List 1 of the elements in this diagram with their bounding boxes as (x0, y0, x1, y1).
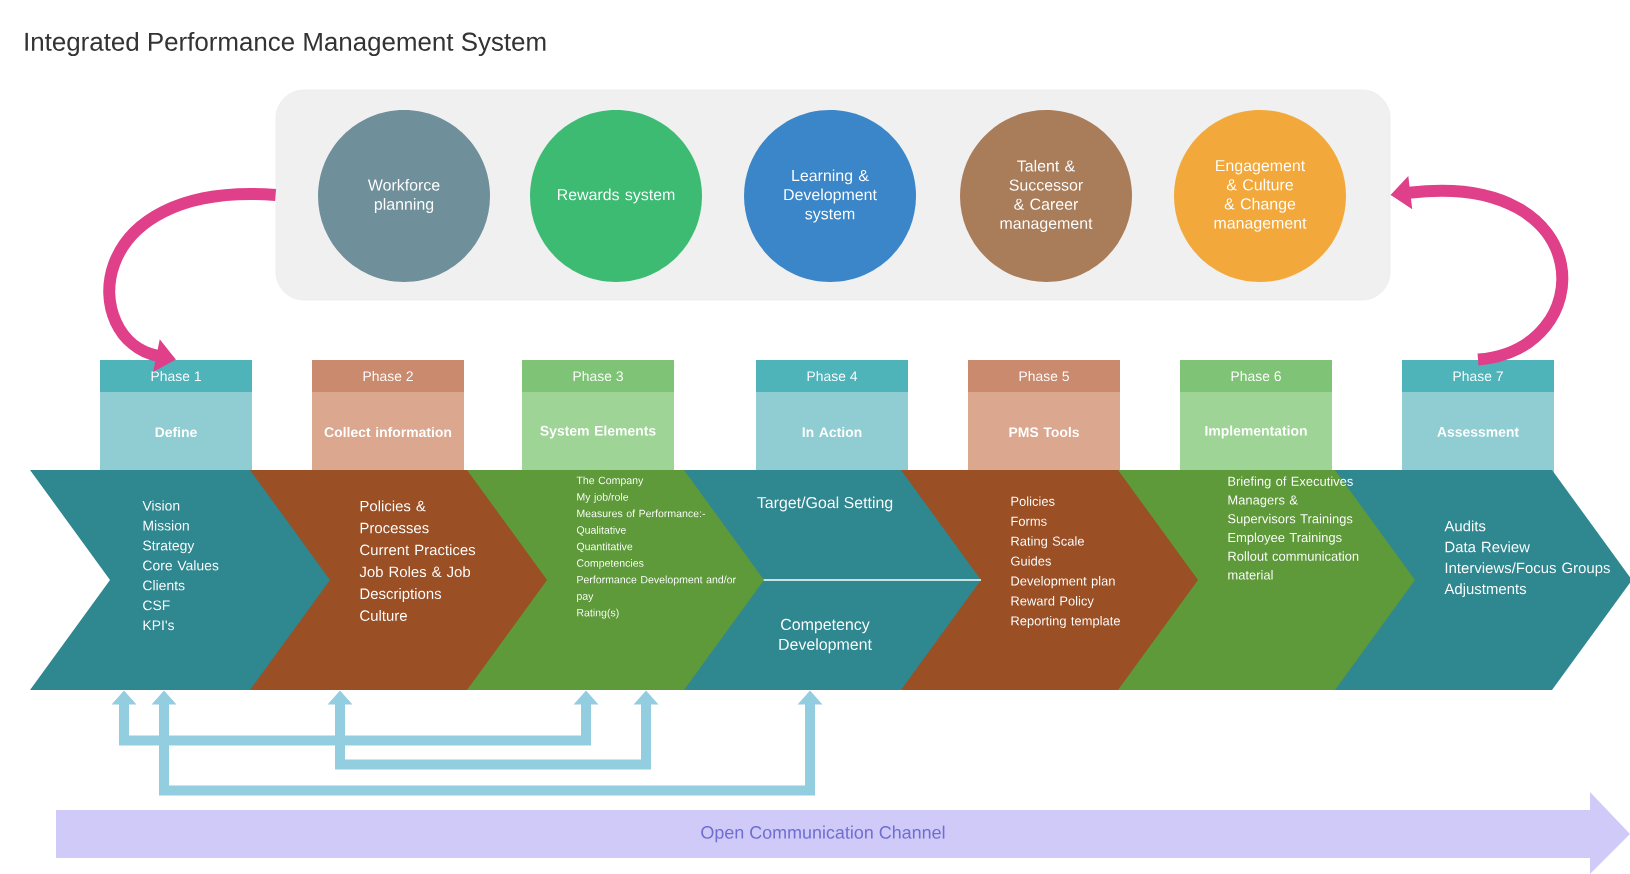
title: Integrated Performance Management System (25, 31, 546, 57)
